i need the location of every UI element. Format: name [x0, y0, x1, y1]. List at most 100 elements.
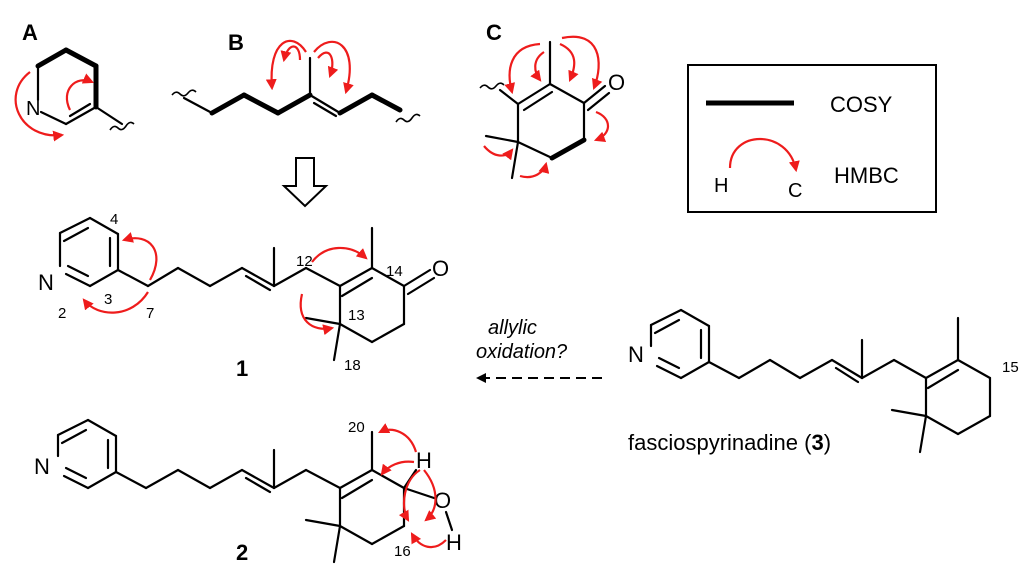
- bond: [64, 105, 98, 126]
- bond: [834, 366, 860, 384]
- bond: [88, 216, 120, 236]
- bond: [860, 358, 896, 380]
- hmbc-arrow: [14, 71, 65, 142]
- locant-3: 3: [104, 291, 112, 308]
- bond: [244, 274, 272, 292]
- bond: [956, 414, 992, 436]
- compound-3-paren: ): [824, 430, 831, 455]
- bond: [548, 82, 586, 105]
- atom-h: H: [416, 448, 432, 473]
- bond: [679, 360, 711, 380]
- hmbc-arrow: [265, 39, 307, 91]
- bond: [240, 266, 276, 288]
- bond: [498, 88, 520, 106]
- bond: [653, 318, 681, 335]
- compound-3: N 15 fasciospyrinadine (3): [628, 308, 1019, 455]
- bond: [272, 266, 308, 288]
- bond: [208, 266, 244, 288]
- bond: [312, 101, 338, 118]
- bond: [332, 322, 342, 362]
- atom-o: O: [434, 488, 451, 513]
- fragment-c-label: C: [486, 20, 502, 45]
- bond: [522, 90, 554, 112]
- wavy-bond: [109, 121, 135, 131]
- hmbc-arrow: [121, 232, 158, 281]
- compound-2-label: 2: [236, 540, 248, 565]
- bond: [304, 316, 342, 326]
- bond: [86, 470, 118, 490]
- bond: [516, 140, 554, 160]
- atom-n: N: [26, 98, 40, 120]
- bond: [114, 470, 148, 490]
- bond: [94, 105, 124, 126]
- bond: [402, 486, 436, 500]
- fragment-b: B: [171, 30, 421, 123]
- locant-15: 15: [1002, 359, 1019, 376]
- hmbc-arrow: [280, 45, 302, 63]
- cosy-bond: [337, 92, 375, 116]
- bond: [88, 268, 120, 288]
- hmbc-arrow: [317, 51, 339, 79]
- compound-1: N O 4 3 2 7 12 14 13 18 1: [38, 211, 449, 381]
- bond: [144, 468, 180, 490]
- reaction-label-line1: allylic: [488, 317, 537, 339]
- bond: [402, 268, 432, 288]
- hmbc-arrow: [483, 145, 514, 161]
- hmbc-arrow: [561, 35, 603, 91]
- legend-hmbc-label: HMBC: [834, 163, 899, 188]
- bond: [768, 358, 802, 380]
- bond: [918, 414, 928, 454]
- bond: [240, 468, 276, 490]
- compound-2: N O H H 20 16 2: [34, 418, 462, 565]
- cosy-bond: [369, 92, 403, 113]
- hmbc-arrow: [559, 42, 579, 83]
- legend-box: COSY H C HMBC: [687, 64, 937, 213]
- bond: [340, 276, 374, 298]
- legend-c: C: [788, 180, 802, 202]
- hmbc-arrow: [65, 73, 95, 111]
- bond: [649, 308, 683, 327]
- bond: [338, 468, 374, 490]
- reaction-label-line2: oxidation?: [476, 341, 568, 363]
- svg-text:fasciospyrinadine (3): fasciospyrinadine (3): [628, 430, 831, 455]
- locant-16: 16: [394, 543, 411, 560]
- bond: [890, 408, 928, 418]
- locant-4: 4: [110, 211, 118, 228]
- bond: [707, 360, 741, 380]
- hmbc-arrow: [378, 423, 418, 453]
- compound-3-number: 3: [811, 430, 823, 455]
- bond: [62, 226, 90, 243]
- bond: [586, 91, 611, 112]
- bond: [64, 272, 92, 288]
- atom-o: O: [608, 70, 625, 95]
- locant-12: 12: [296, 253, 313, 270]
- bond: [956, 358, 992, 380]
- bond: [516, 82, 552, 106]
- bond: [655, 364, 683, 380]
- bond: [68, 102, 92, 118]
- hmbc-arrow: [410, 532, 447, 549]
- bond: [332, 524, 342, 564]
- hmbc-arrow: [313, 40, 354, 95]
- bond: [304, 518, 342, 528]
- bond: [272, 468, 308, 490]
- locant-20: 20: [348, 419, 365, 436]
- bond: [208, 468, 244, 490]
- bond: [308, 93, 342, 115]
- bond: [737, 358, 772, 380]
- bond: [370, 266, 406, 288]
- bond: [66, 264, 90, 278]
- atom-n: N: [34, 454, 50, 479]
- bond: [304, 468, 342, 490]
- wavy-bond: [395, 113, 421, 123]
- bond: [304, 266, 342, 288]
- compound-1-label: 1: [236, 356, 248, 381]
- cosy-bond: [209, 92, 247, 116]
- bond: [116, 268, 150, 288]
- bond: [338, 322, 374, 344]
- hmbc-arrow: [530, 51, 545, 82]
- reaction-arrow: allylic oxidation?: [476, 317, 602, 383]
- cosy-bond: [35, 47, 69, 69]
- compound-3-caption: fasciospyrinadine (3): [628, 430, 831, 455]
